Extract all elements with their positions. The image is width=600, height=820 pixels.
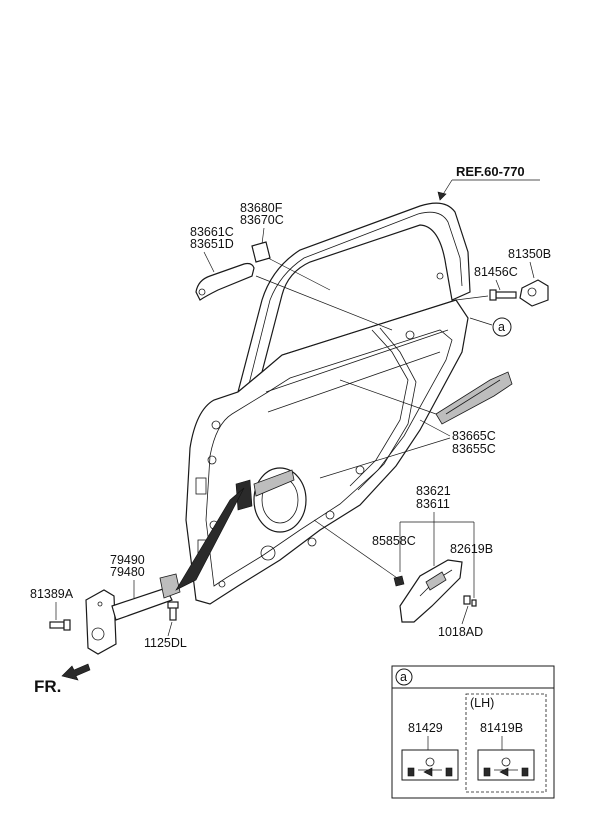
- inside-handle-bezel: [399, 559, 463, 623]
- checker-plate: [159, 573, 181, 599]
- inset-lh-label: (LH): [470, 696, 494, 710]
- front-arrow-icon: [61, 663, 91, 681]
- label-81389A: 81389A: [30, 587, 74, 601]
- outside-handle: [195, 262, 255, 301]
- latch-bolt: [495, 291, 517, 299]
- latch-bracket-group: 81350B 81456C: [455, 247, 551, 307]
- checker-link: [175, 487, 245, 591]
- inset-latch-left: [401, 749, 459, 781]
- inset-part-right: 81419B: [480, 721, 523, 735]
- label-79490: 79490: [110, 553, 145, 567]
- handle-cover: [251, 241, 271, 263]
- checker-bracket: [85, 589, 117, 655]
- ref-label-group: REF.60-770: [437, 164, 540, 201]
- ref-label: REF.60-770: [456, 164, 525, 179]
- inside-handle-group: 83621 83611 85858C 82619B 1018AD: [313, 484, 493, 639]
- inset-badge: a: [400, 670, 407, 684]
- label-83661C: 83661C: [190, 225, 234, 239]
- label-83651D: 83651D: [190, 237, 234, 251]
- bolt-81389A: [49, 621, 65, 629]
- label-83655C: 83655C: [452, 442, 496, 456]
- handle-rod: [435, 371, 513, 425]
- label-79480: 79480: [110, 565, 145, 579]
- latch-bracket: [519, 279, 549, 307]
- inset-box: a (LH) 81429 81419B: [391, 665, 555, 799]
- label-85858C: 85858C: [372, 534, 416, 548]
- callout-a: a: [469, 317, 512, 337]
- label-82619B: 82619B: [450, 542, 493, 556]
- inset-latch-right: [477, 749, 535, 781]
- label-83611: 83611: [416, 497, 450, 511]
- door-checker-group: 79490 79480 81389A 1125DL: [30, 487, 245, 655]
- screw-1018AD: [463, 595, 471, 605]
- front-direction-indicator: FR.: [34, 663, 91, 696]
- label-81350B: 81350B: [508, 247, 551, 261]
- label-1125DL: 1125DL: [144, 636, 187, 650]
- handle-rod-group: 83665C 83655C: [319, 371, 513, 479]
- label-83621: 83621: [416, 484, 451, 498]
- label-1018AD: 1018AD: [438, 625, 483, 639]
- door-panel: [185, 202, 471, 605]
- inset-part-left: 81429: [408, 721, 443, 735]
- clip-85858C: [393, 575, 405, 587]
- label-83680F: 83680F: [240, 201, 283, 215]
- label-81456C: 81456C: [474, 265, 518, 279]
- checker-arm: [111, 587, 173, 621]
- label-83665C: 83665C: [452, 429, 496, 443]
- label-83670C: 83670C: [240, 213, 284, 227]
- outside-handle-group: 83680F 83670C 83661C 83651D: [190, 201, 393, 331]
- callout-a-label: a: [498, 320, 505, 334]
- fr-label: FR.: [34, 677, 61, 696]
